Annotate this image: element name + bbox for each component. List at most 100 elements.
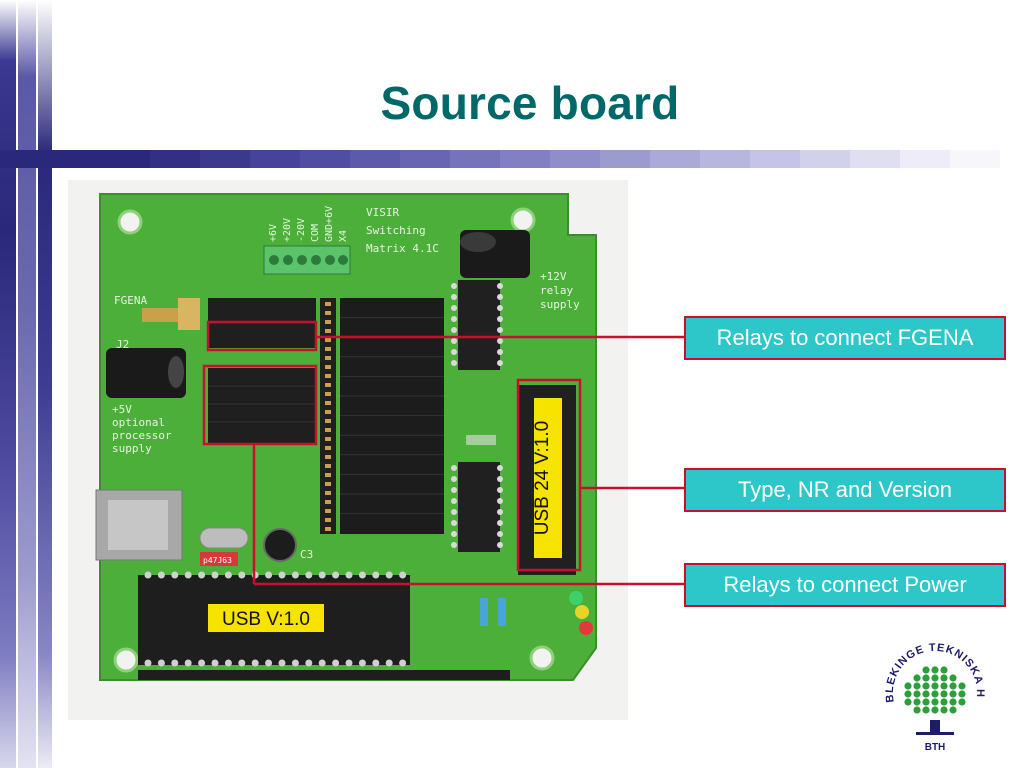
mcu-pin xyxy=(305,571,313,579)
ic-pin xyxy=(497,360,503,366)
ic-pin xyxy=(497,498,503,504)
logo-tree-dot xyxy=(922,698,930,706)
logo-tree-dot xyxy=(913,674,921,682)
mcu-pin xyxy=(399,571,407,579)
label-processor-supply: supply xyxy=(112,442,152,455)
callout-relays-power: Relays to connect Power xyxy=(684,563,1006,607)
callout-type-nr-version: Type, NR and Version xyxy=(684,468,1006,512)
divider-segment xyxy=(150,150,200,168)
ic-pin xyxy=(451,338,457,344)
connector-pin-label: +6V xyxy=(268,224,279,242)
logo-tree-dot xyxy=(913,698,921,706)
slide-title: Source board xyxy=(380,77,680,129)
mcu-pin xyxy=(211,659,219,667)
logo-tree-dot xyxy=(940,666,948,674)
header-pin xyxy=(325,374,331,378)
logo-tree-dot xyxy=(958,690,966,698)
title-divider xyxy=(0,150,1000,168)
callout-relays-fgena: Relays to connect FGENA xyxy=(684,316,1006,360)
mcu-pin xyxy=(332,571,340,579)
header-pin xyxy=(325,446,331,450)
mcu-pin xyxy=(372,571,380,579)
connector-pin-label: X4 xyxy=(338,230,349,242)
usb24-chip-label: USB 24 V:1.0 xyxy=(532,421,553,535)
logo-tree-dot xyxy=(904,690,912,698)
label-j2: J2 xyxy=(116,338,129,351)
logo-tree-dot xyxy=(922,674,930,682)
label-processor: processor xyxy=(112,429,172,442)
mcu-pin xyxy=(171,659,179,667)
header-pin xyxy=(325,311,331,315)
mcu-pin xyxy=(157,659,165,667)
logo-tree-dot xyxy=(949,706,957,714)
header-pin xyxy=(325,320,331,324)
mcu-pin xyxy=(305,659,313,667)
header-pin xyxy=(325,401,331,405)
ic-pin xyxy=(451,542,457,548)
mcu-pin xyxy=(278,659,286,667)
ic-pin xyxy=(451,294,457,300)
mcu-pin xyxy=(358,571,366,579)
label-matrix: Matrix 4.1C xyxy=(366,242,439,255)
divider-segment xyxy=(800,150,850,168)
header-pin xyxy=(325,347,331,351)
logo-tree-dot xyxy=(913,690,921,698)
ic-pin xyxy=(497,327,503,333)
mcu-pin xyxy=(385,571,393,579)
connector-pin-label: -20V xyxy=(296,218,307,242)
mcu-pin xyxy=(251,571,259,579)
divider-segment xyxy=(0,150,50,168)
mcu-pin xyxy=(251,659,259,667)
logo-tree-dot xyxy=(913,682,921,690)
left-decor-bar-thin xyxy=(38,0,52,768)
divider-segment xyxy=(350,150,400,168)
mcu-pin xyxy=(372,659,380,667)
mcu-pin xyxy=(399,659,407,667)
bth-logo: BLEKINGE TEKNISKA HÖGSKOLA BTH xyxy=(880,640,985,753)
ic-pin xyxy=(451,360,457,366)
divider-segment xyxy=(400,150,450,168)
ic-pin xyxy=(497,338,503,344)
logo-tree-dot xyxy=(958,698,966,706)
label-optional: optional xyxy=(112,416,165,429)
divider-segment xyxy=(700,150,750,168)
mcu-pin xyxy=(238,571,246,579)
divider-segment xyxy=(200,150,250,168)
mcu-pin xyxy=(238,659,246,667)
logo-tree-dot xyxy=(922,666,930,674)
logo-tree-dot xyxy=(940,698,948,706)
header-pin xyxy=(325,329,331,333)
logo-tree-dot xyxy=(922,706,930,714)
mcu-pin xyxy=(144,659,152,667)
ic-pin xyxy=(451,283,457,289)
mcu-pin xyxy=(345,571,353,579)
mcu-pin xyxy=(318,659,326,667)
logo-tree-dot xyxy=(940,706,948,714)
header-pin xyxy=(325,302,331,306)
logo-tree-dot xyxy=(949,698,957,706)
logo-tree-dot xyxy=(931,674,939,682)
ic-pin xyxy=(451,305,457,311)
mcu-pin xyxy=(332,659,340,667)
connector-pin-label: GND+6V xyxy=(324,206,335,242)
mcu-pin xyxy=(291,571,299,579)
divider-segment xyxy=(250,150,300,168)
header-pin xyxy=(325,428,331,432)
ic-pin xyxy=(451,531,457,537)
divider-segment xyxy=(750,150,800,168)
logo-tree-dot xyxy=(940,690,948,698)
divider-segment xyxy=(550,150,600,168)
mcu-pin xyxy=(184,571,192,579)
header-pin xyxy=(325,491,331,495)
label-supply: supply xyxy=(540,298,580,311)
label-p47363: p47J63 xyxy=(203,556,232,565)
ic-pin xyxy=(497,487,503,493)
header-pin xyxy=(325,455,331,459)
label-12v: +12V xyxy=(540,270,567,283)
mcu-pin xyxy=(385,659,393,667)
left-decor-bar-light xyxy=(18,0,36,768)
ic-pin xyxy=(497,520,503,526)
divider-segment xyxy=(100,150,150,168)
ic-pin xyxy=(451,349,457,355)
ic-pin xyxy=(497,349,503,355)
